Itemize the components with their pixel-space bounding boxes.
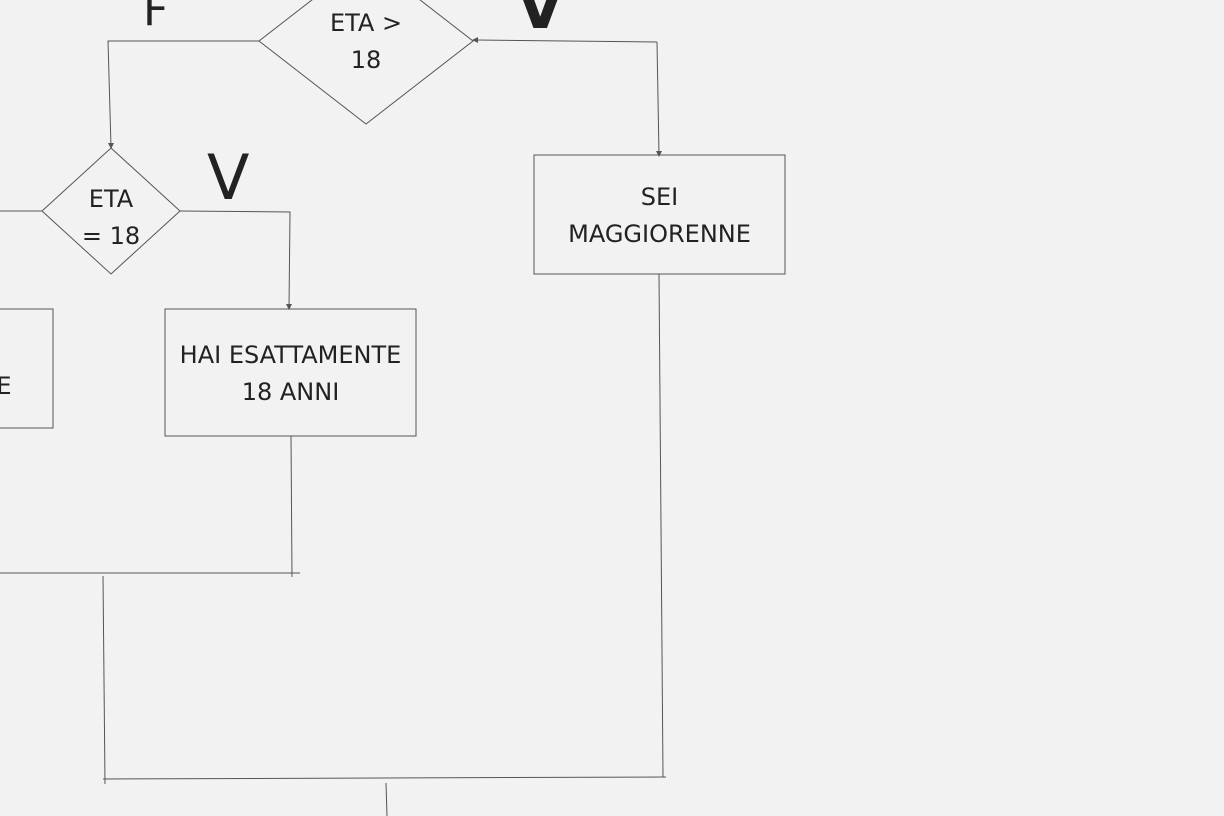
process-partial-left-label: E [0,372,12,400]
branch-label-true-d1: V [517,0,564,43]
arrowhead-d1-in [472,37,478,43]
connector-d1-false [107,40,259,148]
connector-merge-vertical [102,575,106,785]
decision-eta-eq-18-label: ETA = 18 [81,185,141,245]
connector-d2-true [179,210,291,309]
decision-eta-eq-18[interactable] [41,147,181,275]
process-hai-esattamente-label: HAI ESATTAMENTE 18 ANNI [179,341,402,406]
process-sei-maggiorenne[interactable] [533,154,786,275]
process-hai-esattamente-18-anni[interactable] [164,308,417,437]
connector-d1-true-down [656,41,660,156]
decision-eta-gt-18-label: ETA > 18 [329,9,403,74]
connector-bottom-merge [102,776,667,780]
connector-d1-true [475,39,658,43]
connector-p1-down [658,273,664,778]
branch-label-false: F [143,0,169,36]
arrowhead-p1-in [656,151,662,157]
connector-p2-down [290,435,293,578]
arrowhead-p2-in [286,304,292,310]
process-sei-maggiorenne-label: SEI MAGGIORENNE [568,183,751,248]
decision-eta-gt-18[interactable] [258,0,474,125]
branch-label-true-d2: V [207,141,250,214]
arrowhead-d2-in [108,143,114,149]
process-partial-left[interactable] [0,308,54,429]
connector-exit [385,782,388,816]
